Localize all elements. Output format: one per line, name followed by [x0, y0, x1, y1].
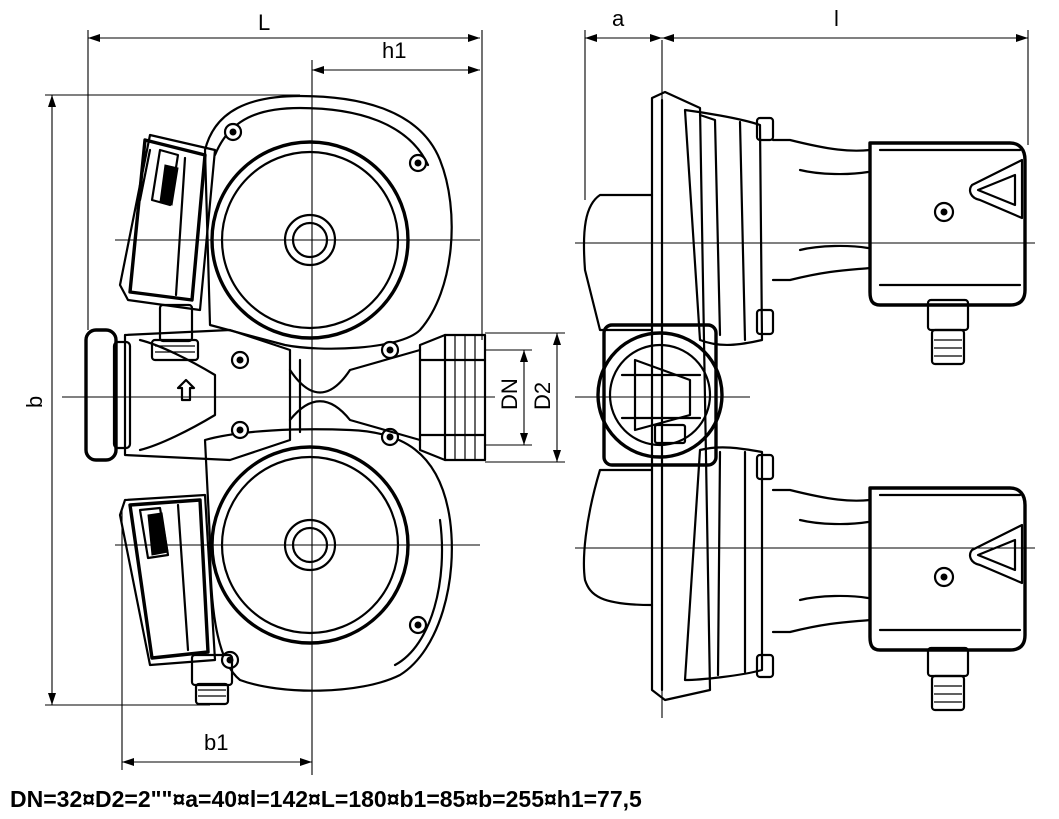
side-lower-motor-neck [771, 488, 872, 634]
side-outlet-ring [596, 323, 724, 467]
side-lower-motor-box [868, 486, 1027, 652]
dim-D2-ext [485, 332, 565, 463]
dim-l-label: l [834, 6, 839, 31]
lower-pump-head [203, 420, 453, 692]
inlet-cover-flange [84, 328, 132, 462]
threaded-outlet [418, 333, 487, 462]
upper-cable-gland [150, 303, 200, 362]
dim-DN-label: DN [497, 378, 522, 410]
front-view: L h1 b b1 DN D2 [22, 10, 565, 775]
dim-DN-ext [485, 349, 532, 446]
central-pump-body [123, 328, 422, 462]
side-upper-gland [926, 298, 970, 366]
dim-b-label: b [22, 396, 47, 408]
side-upper-motor-neck [771, 138, 872, 282]
lower-cable-gland [190, 653, 234, 706]
side-inlet-boss [582, 193, 654, 607]
side-upper-housing [683, 108, 775, 347]
side-view: a l [575, 6, 1035, 718]
specification-line: DN=32¤D2=2""¤a=40¤l=142¤L=180¤b1=85¤b=25… [10, 786, 642, 812]
upper-pump-head [203, 94, 453, 370]
side-lower-gland [926, 646, 970, 712]
side-upper-motor-box [868, 141, 1027, 307]
dim-h1-label: h1 [382, 38, 406, 63]
side-flange-plate [650, 90, 712, 702]
upper-terminal-box [118, 133, 217, 312]
dim-a-label: a [612, 6, 625, 31]
side-lower-housing [683, 446, 775, 682]
lower-terminal-box [118, 493, 217, 667]
dim-D2-label: D2 [530, 382, 555, 410]
dim-b1-label: b1 [204, 730, 228, 755]
dim-L-label: L [258, 10, 270, 35]
twin-pump-dimension-drawing: L h1 b b1 DN D2 [22, 6, 1035, 775]
